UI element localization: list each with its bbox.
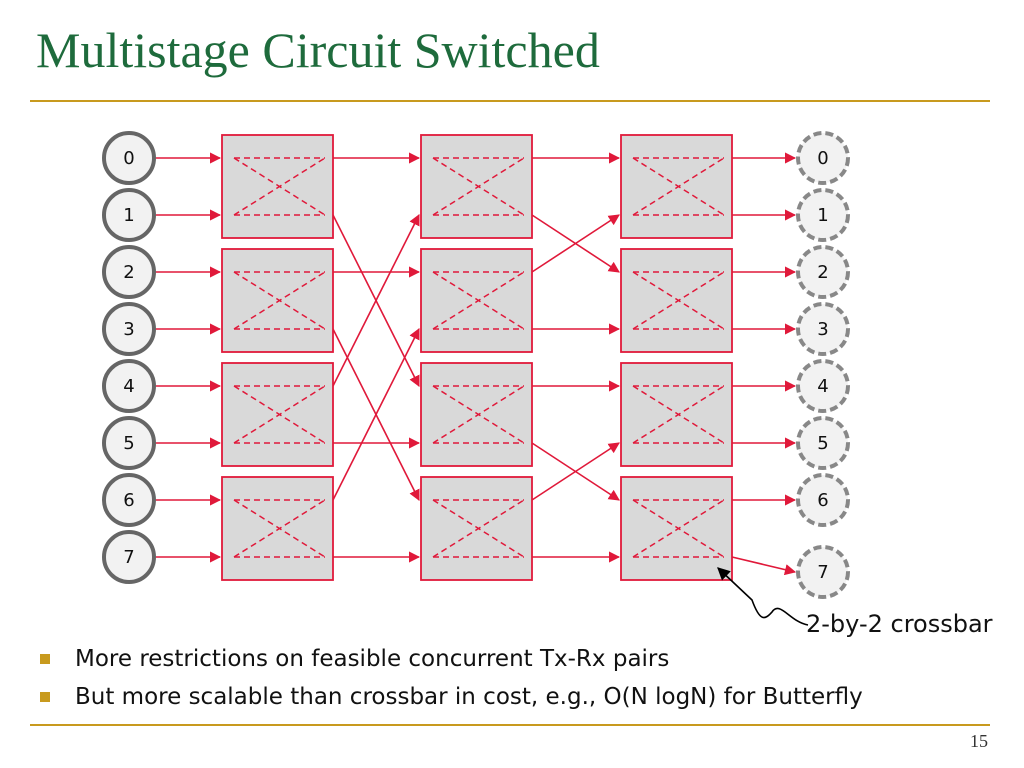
bullet-item: More restrictions on feasible concurrent… [40,640,863,678]
nodes-layer: 0 1 2 3 4 5 6 7 0 1 2 3 4 5 6 7 [102,131,850,599]
link-stage2-2-to-1 [531,214,620,273]
crossbar-switch-stage1-1 [221,248,334,353]
output-label-2: 2 [817,262,828,283]
bullet-text: More restrictions on feasible concurrent… [75,646,670,672]
input-label-0: 0 [123,148,134,169]
crossbar-switch-stage1-3 [221,476,334,581]
output-label-5: 5 [817,433,828,454]
input-node-1: 1 [102,188,156,242]
bullet-square-icon [40,654,50,664]
output-label-0: 0 [817,148,828,169]
links-layer [156,152,797,576]
switches-layer [221,134,733,581]
input-node-4: 4 [102,359,156,413]
input-label-2: 2 [123,262,134,283]
output-label-1: 1 [817,205,828,226]
crossbar-switch-stage2-1 [420,248,533,353]
footer-divider [30,724,990,726]
crossbar-label: 2-by-2 crossbar [806,610,993,638]
input-node-0: 0 [102,131,156,185]
crossbar-switch-stage1-0 [221,134,334,239]
output-node-3: 3 [796,302,850,356]
output-label-6: 6 [817,490,828,511]
butterfly-network-diagram: 0 1 2 3 4 5 6 7 0 1 2 3 4 5 6 7 2-by-2 crossbar [102,131,993,638]
input-label-4: 4 [123,376,134,397]
crossbar-switch-stage1-2 [221,362,334,467]
bullet-list: More restrictions on feasible concurrent… [40,640,863,716]
input-node-3: 3 [102,302,156,356]
output-label-7: 7 [817,562,828,583]
output-node-4: 4 [796,359,850,413]
title-divider [30,100,990,102]
input-label-1: 1 [123,205,134,226]
crossbar-switch-stage3-0 [620,134,733,239]
crossbar-switch-stage2-2 [420,362,533,467]
output-node-1: 1 [796,188,850,242]
input-label-5: 5 [123,433,134,454]
link-stage3-7-to-output [731,556,797,576]
input-node-7: 7 [102,530,156,584]
input-label-6: 6 [123,490,134,511]
bullet-text: But more scalable than crossbar in cost,… [75,684,863,710]
output-node-0: 0 [796,131,850,185]
slide-title: Multistage Circuit Switched [36,22,600,78]
input-node-2: 2 [102,245,156,299]
crossbar-annotation: 2-by-2 crossbar [717,567,993,638]
output-label-3: 3 [817,319,828,340]
input-node-6: 6 [102,473,156,527]
output-node-6: 6 [796,473,850,527]
crossbar-switch-stage2-0 [420,134,533,239]
bullet-square-icon [40,692,50,702]
input-label-7: 7 [123,547,134,568]
link-stage1-4-to-1 [332,213,420,387]
output-label-4: 4 [817,376,828,397]
input-node-5: 5 [102,416,156,470]
crossbar-pointer-arrow [717,567,809,626]
output-node-7: 7 [796,545,850,599]
link-stage1-6-to-3 [332,327,420,501]
crossbar-switch-stage3-1 [620,248,733,353]
crossbar-switch-stage2-3 [420,476,533,581]
output-node-5: 5 [796,416,850,470]
crossbar-switch-stage3-3 [620,476,733,581]
link-stage2-6-to-5 [531,442,620,501]
bullet-item: But more scalable than crossbar in cost,… [40,678,863,716]
crossbar-switch-stage3-2 [620,362,733,467]
output-node-2: 2 [796,245,850,299]
page-number: 15 [970,731,988,751]
input-label-3: 3 [123,319,134,340]
